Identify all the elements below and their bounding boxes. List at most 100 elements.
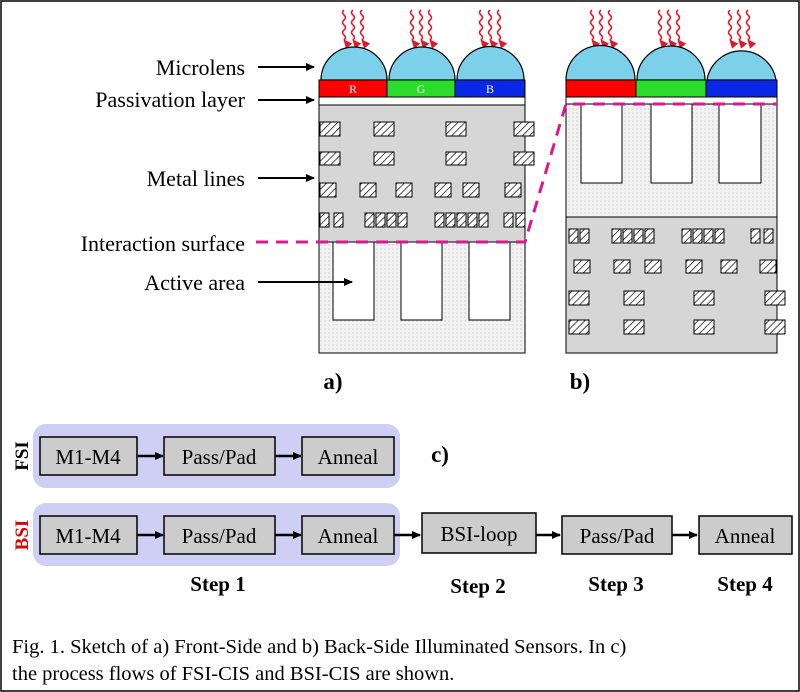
- microlens-4: [565, 44, 636, 81]
- photodiode-3: [468, 241, 511, 321]
- fsi-step-1-text: M1-M4: [55, 445, 121, 469]
- metal-line: [714, 228, 725, 244]
- metal-line: [319, 182, 337, 198]
- metal-line: [764, 319, 786, 335]
- interaction-surface-label: Interaction surface: [81, 231, 245, 256]
- metal-line: [364, 212, 375, 228]
- metal-line: [445, 212, 456, 228]
- microlens-6: [706, 50, 777, 81]
- active-area-label: Active area: [144, 270, 245, 295]
- fsi-flow: M1-M4 Pass/Pad Anneal: [39, 436, 395, 476]
- bsi-box-6: [698, 515, 793, 555]
- metal-line: [623, 319, 645, 335]
- metal-line: [763, 228, 774, 244]
- metal-line: [445, 121, 467, 137]
- microlens-3: [456, 45, 525, 81]
- photodiode-5: [650, 103, 693, 184]
- caption-line-1: Fig. 1. Sketch of a) Front-Side and b) B…: [12, 636, 627, 658]
- metal-line: [373, 151, 395, 166]
- bsi-step-1-text: M1-M4: [55, 524, 121, 548]
- filter-b-label: B: [486, 82, 494, 96]
- metal-line: [456, 212, 467, 228]
- metal-line: [720, 259, 738, 274]
- caption-line-2: the process flows of FSI-CIS and BSI-CIS…: [12, 663, 455, 685]
- light-ray: [341, 9, 353, 49]
- metal-line: [445, 151, 467, 166]
- metal-line: [359, 182, 377, 198]
- metal-line: [319, 121, 341, 137]
- metal-line: [568, 319, 590, 335]
- metal-line: [504, 182, 522, 198]
- bsi-flow: M1-M4 Pass/Pad Anneal BSI-loop Pass/Pad …: [39, 512, 793, 555]
- microlens-5: [636, 45, 706, 81]
- metal-line: [386, 212, 397, 228]
- light-ray: [666, 9, 678, 49]
- light-ray: [478, 9, 490, 49]
- red-filter-bsi: [565, 79, 637, 98]
- metal-line: [750, 228, 761, 244]
- filter-g-label: G: [417, 82, 426, 96]
- metal-line: [513, 151, 535, 166]
- light-ray: [745, 9, 757, 49]
- light-ray: [418, 9, 430, 49]
- microlens-1: [320, 46, 388, 81]
- metal-layer: [318, 104, 526, 243]
- metal-line: [319, 212, 330, 228]
- fsi-sensor: R G B: [318, 45, 535, 354]
- light-ray: [657, 9, 669, 49]
- light-ray: [487, 9, 499, 49]
- microlens-label: Microlens: [156, 55, 245, 80]
- panel-b-label: b): [570, 369, 590, 394]
- bsi-box-3: [301, 515, 395, 555]
- microlens-2: [388, 46, 456, 81]
- incident-light-rays: [341, 9, 757, 49]
- metal-line: [434, 182, 452, 198]
- metal-line: [644, 228, 655, 244]
- light-ray: [727, 9, 739, 49]
- panel-a-label: a): [323, 369, 342, 394]
- metal-line: [568, 290, 590, 306]
- fsi-step-3-text: Anneal: [318, 445, 379, 469]
- metal-line: [375, 212, 386, 228]
- metal-line: [623, 290, 645, 306]
- step-1-label: Step 1: [190, 572, 245, 596]
- bsi-box-1: [39, 515, 138, 555]
- metal-line: [693, 290, 715, 306]
- light-ray: [736, 9, 748, 49]
- metal-line: [467, 212, 478, 228]
- bsi-tag: BSI: [12, 520, 33, 551]
- metal-line: [622, 228, 633, 244]
- metal-line: [503, 212, 514, 228]
- fsi-box-1: [39, 436, 138, 476]
- light-ray: [675, 9, 687, 49]
- bsi-step-6-text: Anneal: [715, 524, 776, 548]
- metal-line: [579, 228, 590, 244]
- step-2-label: Step 2: [450, 574, 505, 598]
- metal-line: [693, 319, 715, 335]
- metal-line: [434, 212, 445, 228]
- bsi-box-4: [421, 512, 537, 554]
- fsi-box-2: [163, 436, 276, 476]
- metal-lines-label: Metal lines: [147, 166, 245, 191]
- metal-line: [692, 228, 703, 244]
- photodiode-4: [580, 103, 623, 184]
- passivation-layer: [318, 96, 526, 106]
- interaction-surface-line: [256, 102, 777, 244]
- fsi-tag: FSI: [12, 441, 33, 471]
- bsi-box-2: [163, 515, 276, 555]
- bsi-step-2-text: Pass/Pad: [182, 524, 257, 548]
- metal-line: [333, 212, 344, 228]
- metal-line: [462, 182, 480, 198]
- blue-filter-bsi: [705, 79, 778, 98]
- metal-line: [397, 212, 408, 228]
- metal-line: [513, 121, 535, 137]
- metal-line: [759, 259, 777, 274]
- metal-line: [685, 259, 703, 274]
- bsi-metal-lines: [568, 228, 786, 335]
- metal-line: [633, 228, 644, 244]
- bsi-step-5-text: Pass/Pad: [580, 524, 655, 548]
- fsi-box-3: [301, 436, 395, 476]
